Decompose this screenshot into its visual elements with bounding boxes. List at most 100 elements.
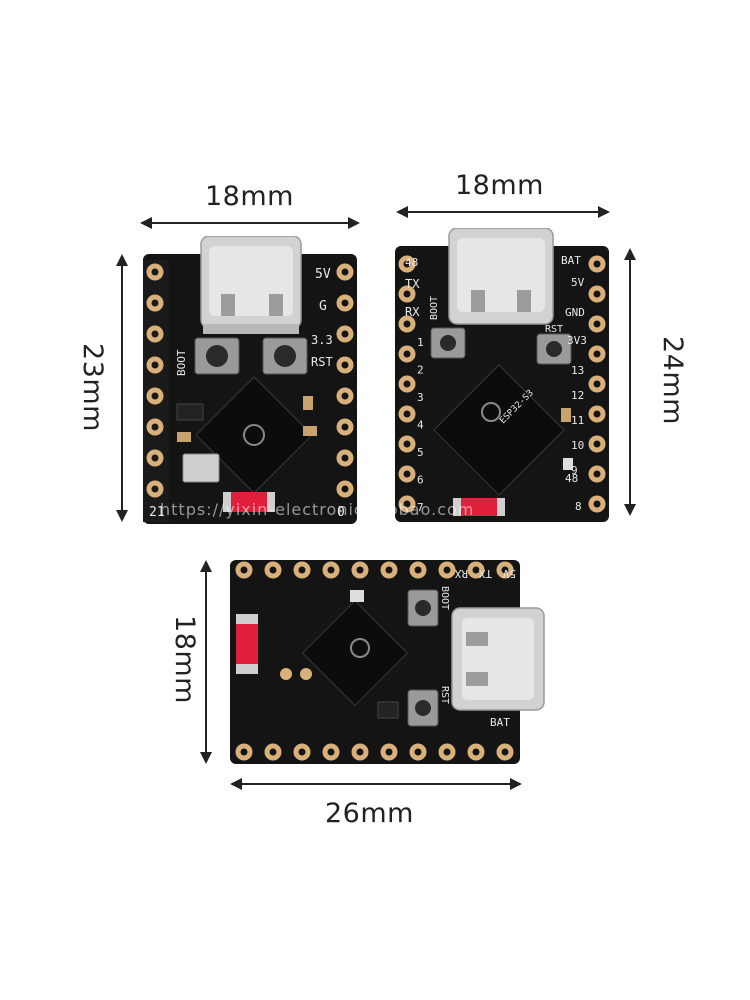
board2-pin-pad [588,435,606,453]
board3-pin-pad [409,743,427,761]
board3-height-arrow [200,560,212,764]
board3-width-arrow [230,778,522,790]
board2-pin-pad [398,405,416,423]
board3-pin-pad [496,561,514,579]
board2-boot-button [430,327,466,359]
board2-left-pin-label: 5 [417,446,424,459]
board3-esp32-chip [301,599,409,707]
board3-pin-pad [380,561,398,579]
board1-label-boot: BOOT [175,349,188,376]
board2-esp32-chip: ESP32-S3 [433,364,565,496]
board2-pin-pad [398,435,416,453]
board3-pin-pad [409,561,427,579]
board1-pin-pad [146,263,164,281]
board2-led [453,498,505,516]
board2-label-bat: BAT [561,254,581,267]
board2-label-3v3: 3V3 [567,334,587,347]
board1-pin-pad [336,449,354,467]
board2-right-pin-label: 11 [571,414,584,427]
board1-label-5v: 5V [315,267,331,282]
board2-label-5v: 5V [571,276,585,289]
board1-pin-pad [336,294,354,312]
board1-width-label: 18mm [205,181,294,212]
board2-left-pin-label: 3 [417,391,424,404]
board2-label-rst: RST [545,324,563,335]
board3-pin-pad [322,743,340,761]
board2-pin-pad [588,255,606,273]
board2-label-boot: BOOT [429,296,440,320]
board2-pin-pad [588,345,606,363]
board1-pin-pad [336,325,354,343]
board3-pin-pad [264,743,282,761]
board2-left-pin-label: 2 [417,364,424,377]
board3-width-label: 26mm [325,798,414,829]
board1-pin-pad [146,387,164,405]
board1-pin-pad [336,480,354,498]
board3-pin-pad [351,561,369,579]
board2-right-pin-label: 9 [571,464,578,477]
board2-reset-button [536,333,572,365]
board1-pin-pad [146,294,164,312]
board3-pin-pad [293,743,311,761]
board2-pin-pad [398,495,416,513]
board1-boot-button [194,337,240,375]
board3-pin-pad [264,561,282,579]
board2-esp32-s3: ESP32-S3 48 TX RX BOOT RST BAT 5V GND 3V… [395,228,609,522]
board1-pin-pad [146,325,164,343]
board2-pin-pad [398,285,416,303]
board1-pin-pad [336,418,354,436]
board2-pin-pad [398,375,416,393]
board1-pin-pad [146,449,164,467]
board1-width-arrow [140,217,360,229]
board3-pin-pad [496,743,514,761]
board2-pin-pad [588,405,606,423]
board2-height-label: 24mm [656,336,688,425]
board3-pin-pad [351,743,369,761]
board3-led [236,614,258,674]
board3-pin-pad [467,561,485,579]
board2-label-gnd: GND [565,306,585,319]
board2-label-48: 48 [405,256,418,269]
board2-pin-pad [398,465,416,483]
board3-pin-pad [380,743,398,761]
board1-pin-pad [336,356,354,374]
board3-pin-pad [322,561,340,579]
board3-reset-button [407,689,439,727]
board2-width-arrow [396,206,610,218]
board3-pin-pad [235,561,253,579]
board2-right-pin-label: 10 [571,439,584,452]
board3-pin-pad [438,743,456,761]
board2-height-arrow [624,248,636,516]
board2-label-8: 8 [575,500,582,513]
board2-label-tx: TX [405,277,420,291]
board2-left-pin-label: 1 [417,336,424,349]
board1-pin-pad [146,418,164,436]
board3-label-5v: 5V [502,567,516,580]
board1-label-g: G [319,299,327,314]
board1-reset-button [262,337,308,375]
board3-pin-pad [438,561,456,579]
board2-pin-pad [588,285,606,303]
board1-led [223,492,275,512]
board3-label-rx: RX [454,567,468,580]
board1-label-rst: RST [311,355,333,369]
board3-boot-button [407,589,439,627]
board1-height-arrow [116,254,128,522]
board1-label-33: 3.3 [311,333,333,347]
board1-pin-pad [336,263,354,281]
board1-pin-pad [146,356,164,374]
board2-pin-pad [588,495,606,513]
board3-label-bat: BAT [490,716,510,729]
board2-label-48b: 48 [565,472,578,485]
board3-label-rst: RST [439,686,450,704]
board2-right-pin-label: 12 [571,389,584,402]
board3-height-label: 18mm [168,615,200,704]
board1-esp32-chip [195,376,313,494]
board3-esp32-c3-horizontal: RX TX 5V BOOT RST BAT [230,560,545,764]
board3-pin-pad [467,743,485,761]
board2-usb-c-connector [448,228,554,325]
board2-left-pin-label: 7 [417,501,424,514]
